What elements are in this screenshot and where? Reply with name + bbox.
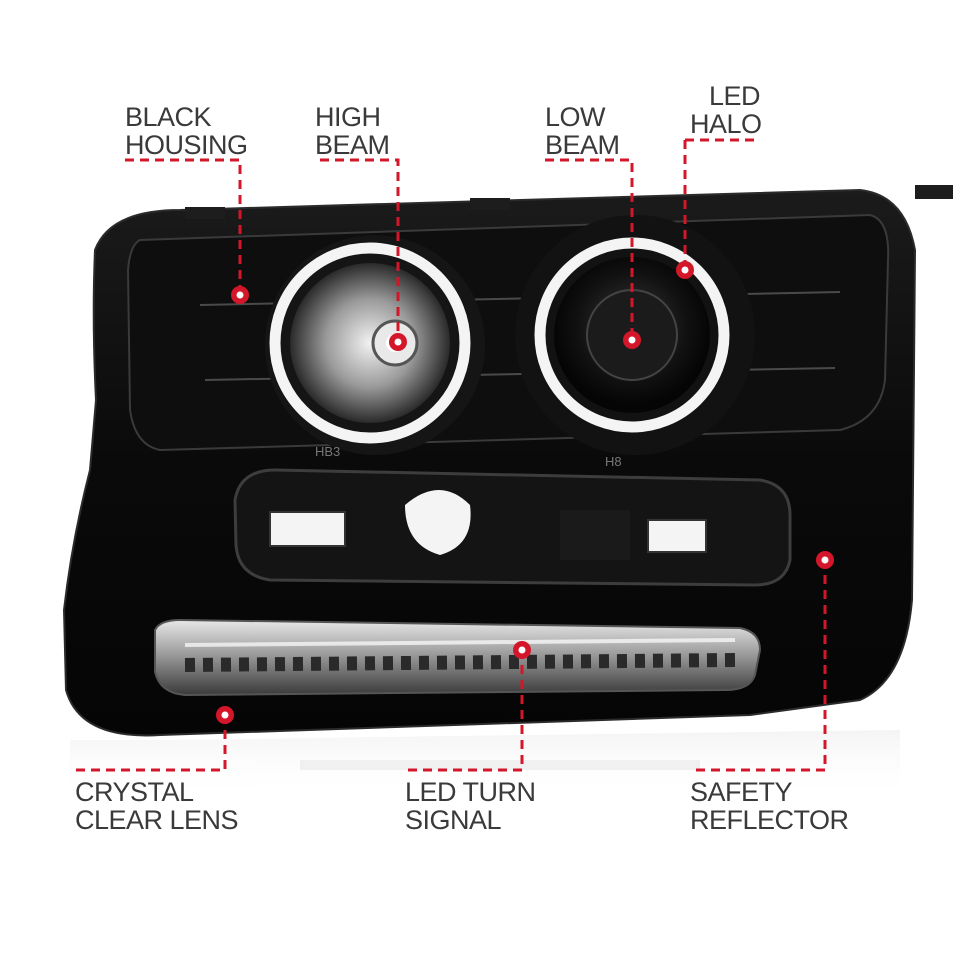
callout-line: CLEAR LENS [75,805,239,835]
reflector-dot [816,551,834,569]
callout-leaders [75,138,827,772]
left-bulb-marking: HB3 [315,444,340,459]
callout-line: BLACK [125,102,212,132]
callout-black-housing: BLACK HOUSING [125,103,248,159]
callout-line: BEAM [545,130,620,160]
lens-dot [216,706,234,724]
callout-led-halo: LED HALO [690,81,762,139]
turn-signal-dot [513,641,531,659]
callout-line: LED TURN [405,777,536,807]
callout-line: HALO [690,109,762,139]
housing-dot [231,286,249,304]
callout-line: LED [708,81,761,111]
callout-line: SIGNAL [405,805,502,835]
callout-dots [216,261,834,724]
callout-high-beam: HIGH BEAM [315,103,390,159]
mid-cutout [233,468,792,587]
callout-led-turn-signal: LED TURN SIGNAL [405,778,536,834]
led-turn-signal-strip [154,618,762,697]
callout-line: LOW [545,102,606,132]
callout-low-beam: LOW BEAM [545,103,620,159]
high-beam-dot [389,333,407,351]
callout-line: HIGH [315,102,381,132]
callout-line: SAFETY [690,777,793,807]
callout-line: CRYSTAL [75,777,194,807]
right-bulb-marking: H8 [605,454,622,469]
high-beam-lens [265,235,485,455]
callout-crystal-clear-lens: CRYSTAL CLEAR LENS [75,777,239,835]
callout-line: HOUSING [125,130,248,160]
halo-dot [676,261,694,279]
floor-reflection [70,730,900,800]
callout-line: REFLECTOR [690,805,849,835]
low-beam-dot [623,331,641,349]
callout-safety-reflector: SAFETY REFLECTOR [690,778,849,834]
callout-line: BEAM [315,130,390,160]
